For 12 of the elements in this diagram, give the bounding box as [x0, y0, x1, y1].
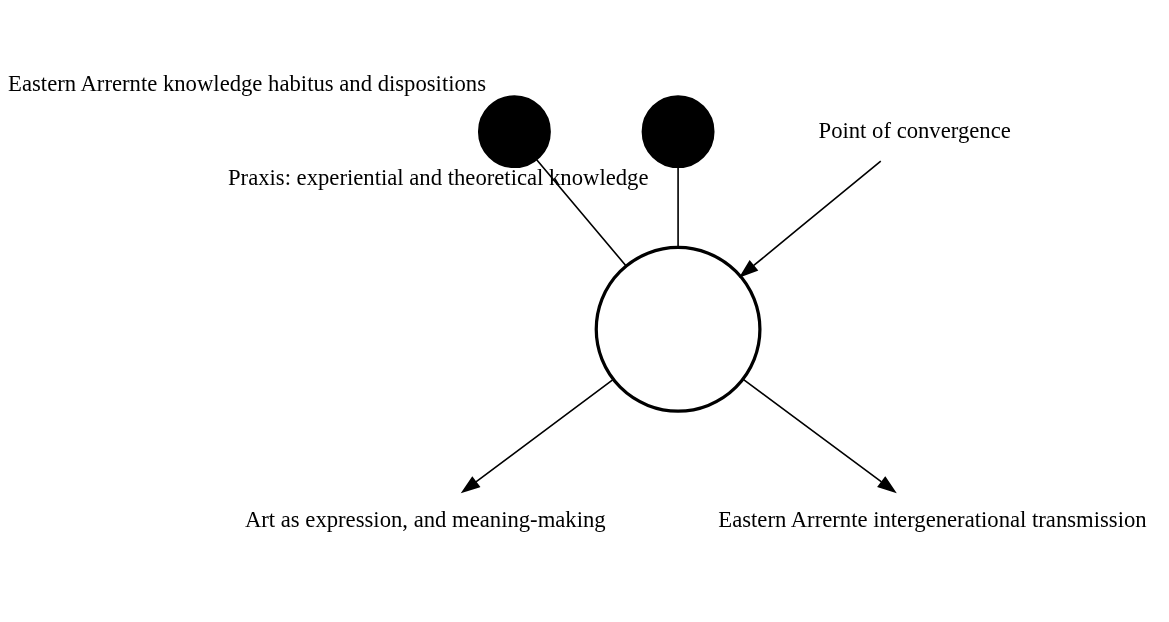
connector: [535, 158, 627, 267]
node-text: Eastern Arrernte intergenerational transmission: [718, 506, 1147, 532]
arrow: [742, 378, 897, 493]
node-text: Art as expression, and meaning-making: [244, 506, 606, 532]
node-circle: [477, 94, 551, 168]
connector: [677, 165, 679, 248]
node-label: Eastern Arrernte knowledge habitus and dispositions: [8, 70, 486, 96]
node-label: Praxis: experiential and theoretical knowledge: [227, 164, 649, 190]
node-text: Point of convergence: [818, 117, 1011, 143]
node-circle: [641, 94, 715, 168]
arrow: [460, 378, 614, 493]
arrow: [738, 159, 882, 278]
